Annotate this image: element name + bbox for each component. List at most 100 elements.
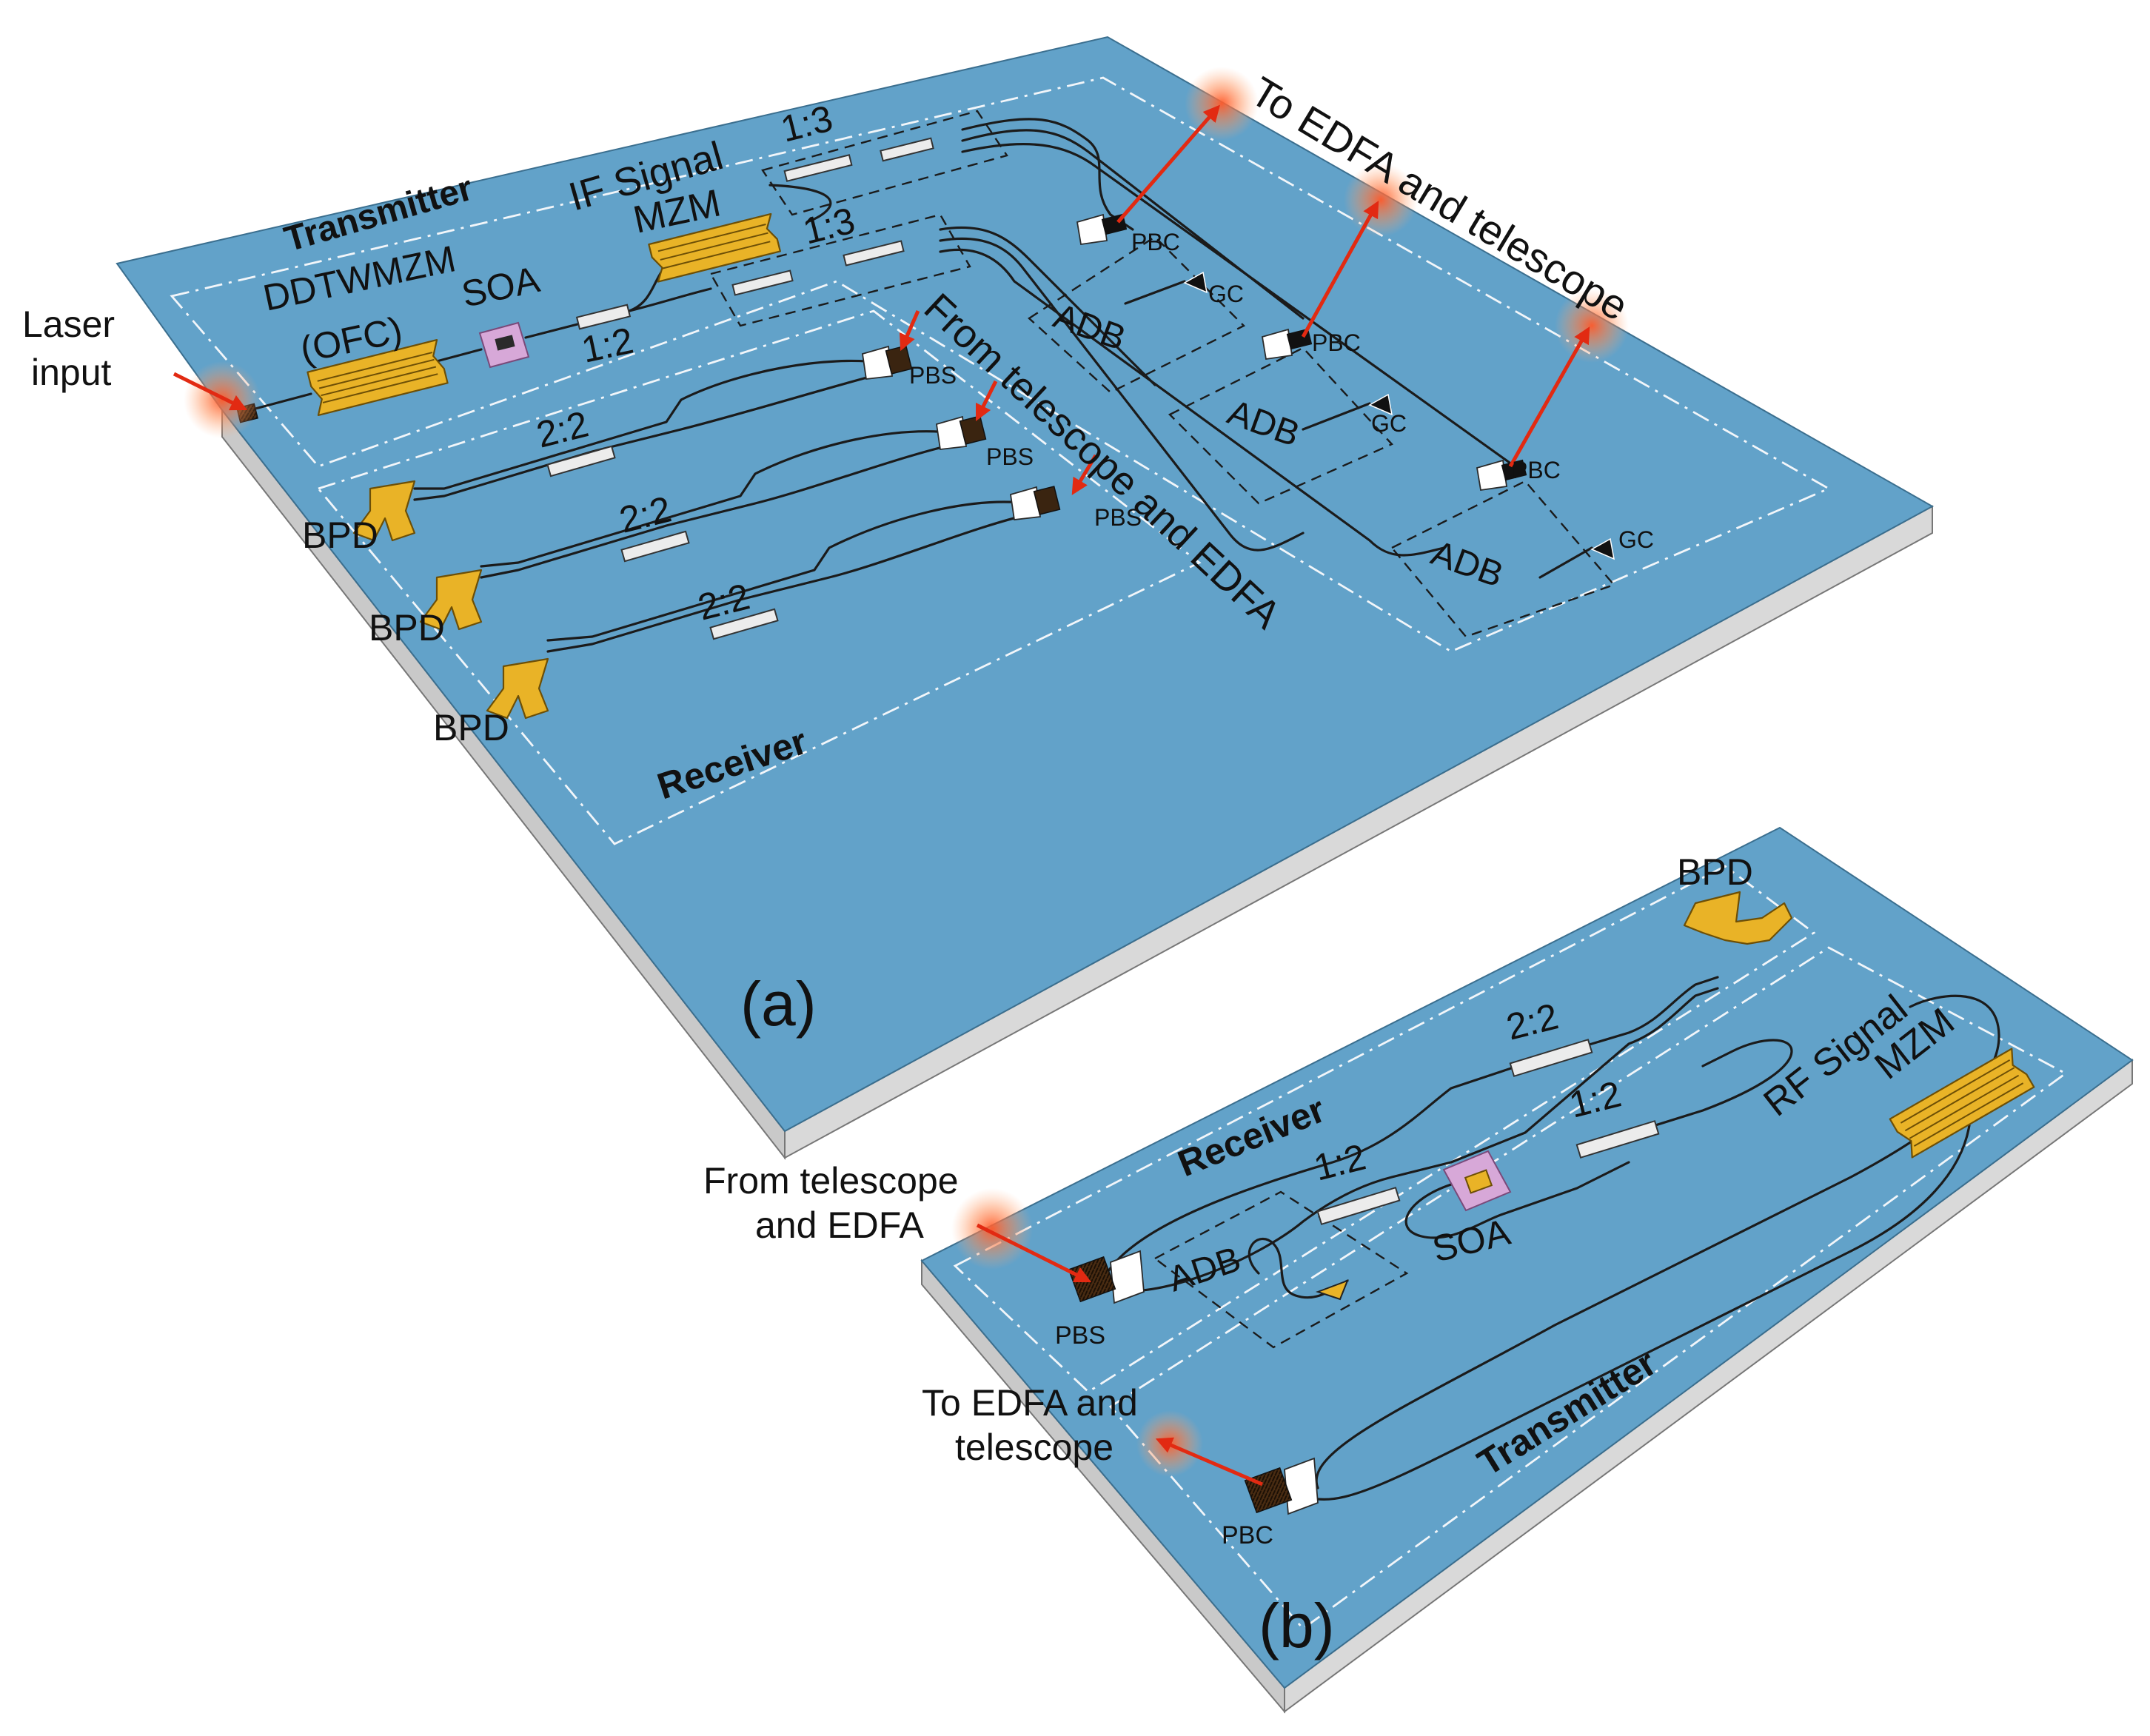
pbc-label-a3: PBC <box>1512 457 1561 483</box>
bpd-label-a1: BPD <box>302 515 378 556</box>
rx-beam-arrow-3 <box>1071 454 1098 495</box>
tx-beam-arrow-b <box>1155 1437 1263 1487</box>
rx-beam-arrow-b <box>976 1223 1092 1283</box>
mzm-electrode-b <box>1889 1048 2035 1159</box>
adb-box-a3 <box>1390 480 1616 638</box>
soa-a <box>478 321 530 369</box>
pbs-label-b: PBS <box>1055 1321 1105 1350</box>
bpd-pad-a3 <box>486 657 549 720</box>
bpd-label-a3: BPD <box>433 707 509 748</box>
panel-label-b: (b) <box>1259 1591 1335 1660</box>
waveguide-a-tx-bus-2 <box>961 129 1305 320</box>
from-telescope-label-b-1: From telescope <box>703 1160 959 1202</box>
pbc-a1 <box>1076 213 1128 246</box>
from-telescope-label-b-2: and EDFA <box>755 1204 925 1246</box>
tx-beam-arrow-3 <box>1508 326 1590 468</box>
pbc-label-b: PBC <box>1222 1521 1273 1549</box>
waveguide-a-gc-2 <box>1302 402 1371 431</box>
pbc-a3 <box>1476 459 1527 492</box>
splitter-1-3-top-a <box>783 154 853 182</box>
pbs-label-a3: PBS <box>1094 504 1142 531</box>
receiver-branch-a1 <box>413 359 883 501</box>
waveguide-a-rx-bus-3 <box>939 248 1445 557</box>
ddtwmzm-electrode <box>307 339 449 416</box>
waveguide-b-rx-lower <box>1105 987 1719 1293</box>
gc-a3 <box>1590 537 1615 560</box>
coupler-2-2-b <box>1509 1039 1593 1077</box>
region-b-transmitter-outline <box>1108 946 2068 1630</box>
laser-input-label-2: input <box>31 352 112 393</box>
splitter-1-3-box-top <box>761 110 1008 216</box>
pbs-b <box>1068 1250 1145 1304</box>
bpd-pad-a1 <box>352 480 416 542</box>
pbs-a3 <box>1009 486 1061 520</box>
waveguide-a-tx-bus-3 <box>961 142 1527 475</box>
pbc-label-a2: PBC <box>1312 329 1361 356</box>
splitter-1-2-b-right <box>1575 1120 1660 1159</box>
pbc-b <box>1244 1457 1319 1515</box>
chip-a: Transmitter Receiver DDTWMZM (OFC) SOA 1… <box>22 36 1935 1160</box>
splitter-1-2-b-left <box>1316 1187 1401 1225</box>
mzm-electrode-a <box>648 212 781 283</box>
rx-beam-glow-b <box>951 1188 1033 1270</box>
pbs-label-a1: PBS <box>909 362 957 389</box>
pbs-label-a2: PBS <box>986 443 1034 470</box>
chip-b-top-surface <box>920 826 2134 1689</box>
laser-input-label-1: Laser <box>22 304 115 345</box>
laser-input-arrow <box>173 372 248 411</box>
waveguide-b-rx-upper <box>1105 976 1719 1275</box>
waveguide-b-adb-ring <box>1248 1238 1349 1299</box>
coupler-2-2-a1 <box>546 445 616 477</box>
laser-input-glow <box>184 361 261 438</box>
waveguide-b-split-right <box>1583 1039 1793 1149</box>
receiver-branch-a2 <box>480 430 957 579</box>
waveguide-a-rx-bus-1 <box>939 226 1156 386</box>
region-a-transmitter-outline <box>170 76 1832 653</box>
to-edfa-label-b-2: telescope <box>955 1427 1113 1468</box>
gc-a1 <box>1183 271 1208 294</box>
gc-label-a2: GC <box>1371 410 1407 437</box>
waveguide-a-tx-bus-1 <box>961 118 1134 231</box>
rx-beam-arrow-1 <box>899 309 920 352</box>
panel-label-a: (a) <box>740 969 817 1039</box>
waveguide-a-gc-3 <box>1538 546 1593 579</box>
waveguide-a-soa-split <box>524 323 579 339</box>
splitter-1-3-box-bottom <box>709 213 971 327</box>
pbs-a2 <box>935 415 987 450</box>
tx-beam-glow-3 <box>1555 289 1629 363</box>
splitter-1-2-a <box>575 304 632 330</box>
adb-box-b <box>1153 1190 1409 1349</box>
pbs-a1 <box>861 345 913 380</box>
waveguide-b-tx-lower <box>1316 1124 1971 1501</box>
tx-beam-glow-2 <box>1344 163 1418 237</box>
splitter-1-3-top-a2 <box>880 137 934 162</box>
bpd-label-b: BPD <box>1677 851 1753 893</box>
bpd-pad-b <box>1683 891 1793 945</box>
to-edfa-label-b-1: To EDFA and <box>922 1382 1138 1424</box>
adb-box-a1 <box>1028 235 1246 394</box>
gc-label-a3: GC <box>1618 526 1654 553</box>
region-a-receiver-outline <box>316 309 1202 845</box>
pbc-label-a1: PBC <box>1131 229 1180 255</box>
bpd-pad-a2 <box>419 569 483 631</box>
rx-beam-arrow-2 <box>975 380 998 422</box>
receiver-branch-a3 <box>546 500 1031 653</box>
waveguide-a-split-down <box>628 287 712 312</box>
adb-box-a2 <box>1168 346 1394 505</box>
splitter-1-3-bottom-a2 <box>843 240 905 267</box>
soa-b <box>1442 1150 1512 1212</box>
splitter-1-3-bottom-a <box>731 269 794 296</box>
region-b-receiver-outline <box>953 865 1816 1393</box>
coupler-2-2-a3 <box>709 608 779 640</box>
gc-a2 <box>1368 393 1393 416</box>
waveguide-a-ofc-soa <box>435 348 483 363</box>
waveguide-a-input <box>254 392 312 410</box>
gc-label-a1: GC <box>1208 281 1244 307</box>
bpd-label-a2: BPD <box>369 607 445 649</box>
waveguide-a-rx-bus-2 <box>939 237 1305 552</box>
waveguide-a-mzm-to-1-3 <box>768 184 832 224</box>
waveguide-b-soa-loop <box>1404 1161 1630 1239</box>
coupler-2-2-a2 <box>620 530 690 563</box>
tx-beam-arrow-2 <box>1301 201 1379 338</box>
